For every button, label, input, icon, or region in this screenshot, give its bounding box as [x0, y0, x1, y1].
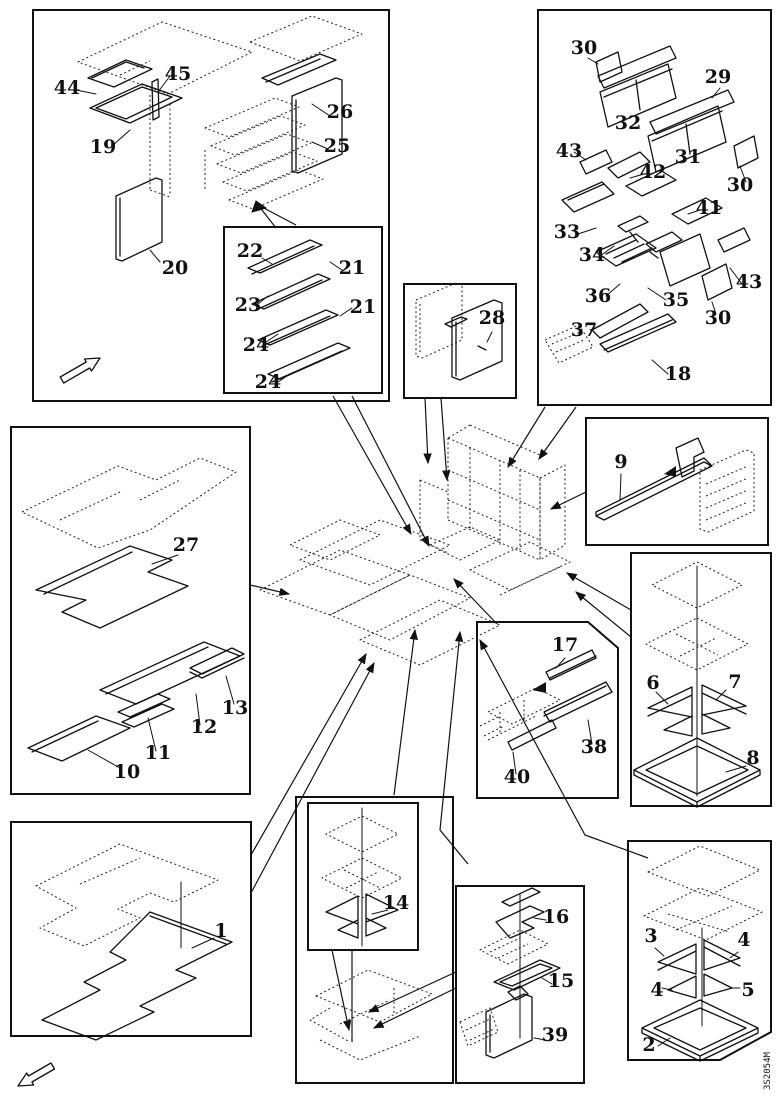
callout-14: 14 — [383, 892, 409, 914]
callout-3: 3 — [644, 925, 657, 947]
callout-31: 31 — [675, 146, 701, 168]
callout-20: 20 — [162, 257, 188, 279]
detail-box-rear-panels — [537, 9, 772, 406]
detail-box-part-14 — [307, 802, 419, 951]
callout-18: 18 — [665, 363, 691, 385]
callout-37: 37 — [571, 319, 597, 341]
callout-30: 30 — [705, 307, 731, 329]
detail-box-front-floor — [32, 9, 390, 402]
direction-arrow-ne-icon — [59, 357, 101, 384]
phantom-car-body — [259, 424, 571, 666]
direction-arrow-sw-icon — [17, 1062, 56, 1087]
detail-box-parts-2-5 — [627, 840, 772, 1061]
callout-30: 30 — [571, 37, 597, 59]
callout-13: 13 — [222, 697, 248, 719]
callout-6: 6 — [646, 672, 659, 694]
callout-43: 43 — [556, 140, 582, 162]
callout-21: 21 — [339, 257, 365, 279]
callout-21: 21 — [350, 296, 376, 318]
callout-16: 16 — [543, 906, 569, 928]
detail-box-parts-6-7-8 — [630, 552, 772, 807]
callout-45: 45 — [165, 63, 191, 85]
callout-2: 2 — [642, 1034, 655, 1056]
direction-arrows — [17, 357, 101, 1087]
callout-5: 5 — [741, 979, 754, 1001]
callout-19: 19 — [90, 136, 116, 158]
callout-32: 32 — [615, 112, 641, 134]
detail-box-floor-mats — [10, 426, 251, 795]
parts-2-5-box-art — [641, 845, 763, 1062]
part-28-box-art — [415, 282, 503, 381]
callout-23: 23 — [235, 294, 261, 316]
callout-22: 22 — [237, 240, 263, 262]
parts-16-15-39-box-art — [459, 887, 561, 1059]
callout-17: 17 — [552, 634, 578, 656]
drawing-code: 3S2054M — [763, 1051, 773, 1090]
callout-35: 35 — [663, 289, 689, 311]
callout-33: 33 — [554, 221, 580, 243]
callout-layer: 4445192625202221232421243032293130434241… — [54, 37, 762, 1056]
callout-25: 25 — [324, 135, 350, 157]
detail-box-parts-17-38-40 — [476, 621, 619, 799]
callout-40: 40 — [504, 766, 530, 788]
parts-17-38-40-box-art — [479, 649, 613, 775]
callout-43: 43 — [736, 271, 762, 293]
callout-4: 4 — [737, 929, 750, 951]
callout-15: 15 — [548, 970, 574, 992]
callout-29: 29 — [705, 66, 731, 88]
part-14-box-art — [309, 807, 433, 1061]
callout-4: 4 — [650, 979, 663, 1001]
part-9-box-art — [595, 437, 755, 533]
callout-34: 34 — [579, 244, 605, 266]
callout-41: 41 — [696, 197, 722, 219]
callout-12: 12 — [191, 716, 217, 738]
callout-11: 11 — [145, 742, 171, 764]
callout-9: 9 — [614, 451, 627, 473]
callout-38: 38 — [581, 736, 607, 758]
callout-26: 26 — [327, 101, 353, 123]
part-1-box-art — [35, 843, 233, 1041]
detail-box-frames — [10, 9, 772, 1084]
callout-42: 42 — [640, 161, 666, 183]
callout-7: 7 — [728, 671, 741, 693]
callout-44: 44 — [54, 77, 80, 99]
detail-box-parts-15-16-39 — [455, 885, 585, 1084]
detail-box-sill-strips — [223, 226, 383, 394]
callout-28: 28 — [479, 307, 505, 329]
callout-27: 27 — [173, 534, 199, 556]
detail-box-part-9 — [585, 417, 769, 546]
callout-24: 24 — [255, 371, 281, 393]
detail-box-rear-seat — [295, 796, 454, 1084]
detail-box-part-1 — [10, 821, 252, 1037]
callout-24: 24 — [243, 334, 269, 356]
front-floor-box-art — [75, 15, 363, 383]
rear-panels-box-art — [544, 45, 759, 375]
parts-6-7-8-box-art — [633, 561, 761, 808]
callout-36: 36 — [585, 285, 611, 307]
callout-30: 30 — [727, 174, 753, 196]
callout-1: 1 — [214, 920, 227, 942]
callout-8: 8 — [746, 747, 759, 769]
floor-mats-box-art — [21, 457, 245, 769]
callout-10: 10 — [114, 761, 140, 783]
callout-39: 39 — [542, 1024, 568, 1046]
